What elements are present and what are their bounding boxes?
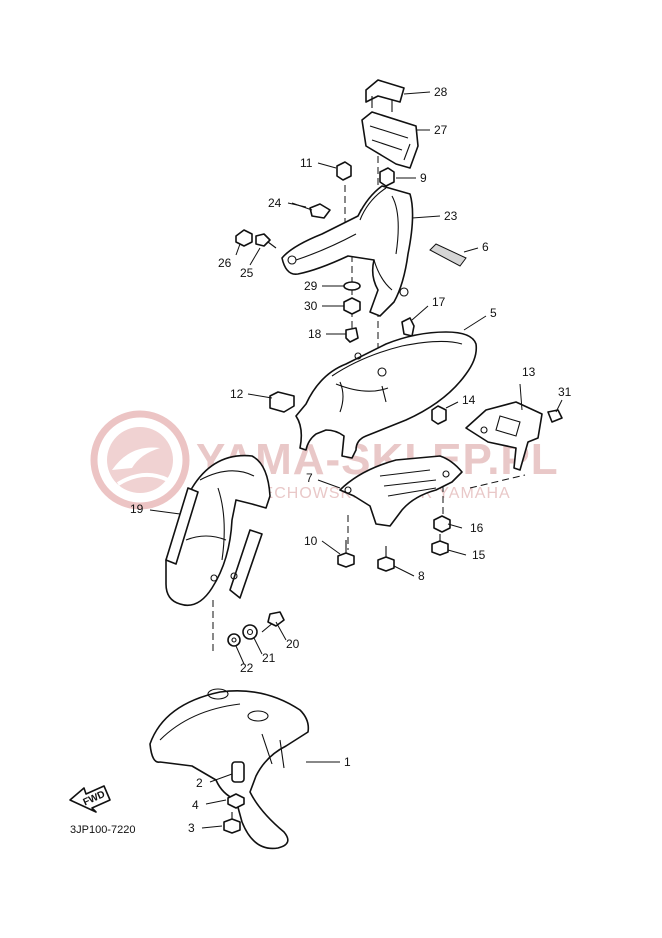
part-18-clip <box>345 327 359 343</box>
part-28-bracket <box>365 79 405 112</box>
callout-7: 7 <box>306 471 313 485</box>
callout-13: 13 <box>522 365 536 379</box>
part-19-mudguard <box>165 454 271 607</box>
callout-28: 28 <box>434 85 448 99</box>
part-27-mount-bracket <box>361 111 419 169</box>
part-21-washer <box>242 624 258 640</box>
callout-17: 17 <box>432 295 446 309</box>
callout-10: 10 <box>304 534 318 548</box>
part-6-decal <box>429 243 467 267</box>
callout-3: 3 <box>188 821 195 835</box>
part-16-nut <box>433 515 451 533</box>
part-20-bolt <box>261 611 285 633</box>
part-1-front-fender <box>149 688 310 850</box>
part-13-bracket <box>465 401 543 471</box>
callout-4: 4 <box>192 798 199 812</box>
callout-labels: 28 27 11 9 24 23 6 26 25 29 30 17 5 18 1… <box>130 85 572 835</box>
part-11-nut <box>336 161 352 181</box>
part-4-nut <box>227 793 245 809</box>
callout-31: 31 <box>558 385 572 399</box>
callout-21: 21 <box>262 651 276 665</box>
callout-29: 29 <box>304 279 318 293</box>
watermark-logo <box>90 410 190 510</box>
callout-2: 2 <box>196 776 203 790</box>
part-25-bolt <box>255 233 277 249</box>
part-8-bolt <box>377 546 395 572</box>
part-30-nut <box>343 297 361 315</box>
part-31-rubber <box>547 409 563 423</box>
diagram-code: 3JP100-7220 <box>70 824 135 836</box>
callout-14: 14 <box>462 393 476 407</box>
callout-12: 12 <box>230 387 244 401</box>
callout-24: 24 <box>268 196 282 210</box>
callout-16: 16 <box>470 521 484 535</box>
part-9-nut <box>379 167 395 187</box>
callout-25: 25 <box>240 266 254 280</box>
callout-19: 19 <box>130 502 144 516</box>
callout-26: 26 <box>218 256 232 270</box>
callout-27: 27 <box>434 123 448 137</box>
callout-23: 23 <box>444 209 458 223</box>
callout-9: 9 <box>420 171 427 185</box>
callout-22: 22 <box>240 661 254 675</box>
fwd-arrow-icon: FWD <box>69 785 111 813</box>
callout-5: 5 <box>490 306 497 320</box>
callout-30: 30 <box>304 299 318 313</box>
callout-18: 18 <box>308 327 322 341</box>
part-10-bolt <box>337 540 355 568</box>
part-7-inner-fender <box>339 455 463 527</box>
part-26-collar <box>235 229 253 247</box>
part-29-washer <box>343 281 361 291</box>
leader-lines <box>149 91 563 829</box>
part-14-grommet <box>431 405 447 425</box>
part-12-connector <box>269 391 295 413</box>
callout-8: 8 <box>418 569 425 583</box>
part-17-clip <box>401 317 415 337</box>
callout-1: 1 <box>344 755 351 769</box>
callout-15: 15 <box>472 548 486 562</box>
part-3-bolt <box>223 812 241 834</box>
part-15-bolt <box>431 534 449 556</box>
callout-6: 6 <box>482 240 489 254</box>
part-2-collar <box>231 761 245 783</box>
callout-20: 20 <box>286 637 300 651</box>
part-5-rear-fender <box>295 331 478 459</box>
callout-11: 11 <box>300 156 313 170</box>
part-22-collar <box>227 633 241 647</box>
part-23-rear-stay <box>281 185 414 317</box>
